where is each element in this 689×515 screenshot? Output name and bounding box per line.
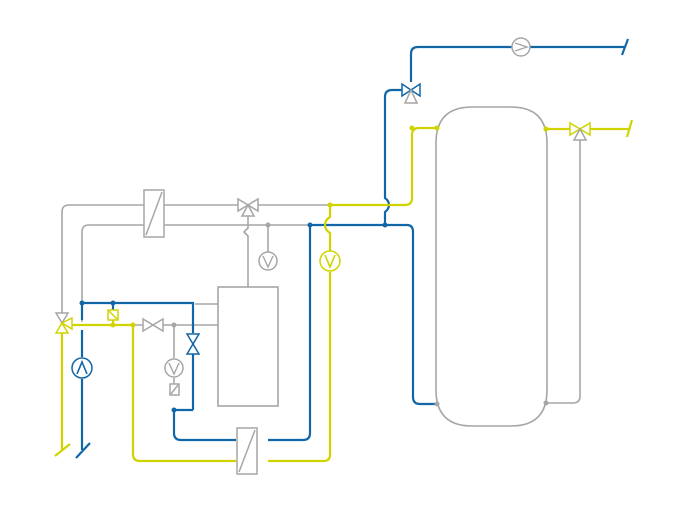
pump-icon <box>511 37 531 57</box>
blue-pipes <box>75 38 630 459</box>
two-way-valve-icon <box>142 317 164 333</box>
gray-pipe-right-return <box>547 137 581 404</box>
yellow-pipes <box>54 119 634 463</box>
blue-pipe-loop-top <box>82 301 195 333</box>
junction-dot <box>171 407 177 413</box>
junction-dot <box>409 125 415 131</box>
blue-pipe-left-drop <box>383 88 403 225</box>
pump-icon <box>71 357 93 379</box>
blue-pipe-top-end <box>620 38 630 56</box>
yellow-pipe-tank-top <box>330 126 436 207</box>
three-way-valve-icon <box>237 197 259 217</box>
gray-pipe-boiler-branch <box>242 213 249 287</box>
blue-pipe-main <box>310 223 436 406</box>
pump-icon <box>258 251 278 271</box>
blue-pipe-bottom-end <box>75 442 91 459</box>
gray-pipe-second <box>81 224 310 322</box>
yellow-pipe-after-pump <box>268 272 332 463</box>
junction-dot <box>327 202 333 208</box>
junction-dot <box>130 322 136 328</box>
two-way-valve-icon <box>185 333 201 355</box>
junction-dot <box>434 401 440 407</box>
yellow-pipe-bottom-end <box>54 443 71 457</box>
junction-dot <box>307 222 313 228</box>
junction-dots <box>79 125 549 413</box>
buffer-tank <box>435 106 548 427</box>
yellow-pipe-main-down <box>323 205 332 251</box>
blue-pipe-down <box>268 225 312 442</box>
pump-icon <box>164 358 184 378</box>
junction-dot <box>382 222 388 228</box>
junction-dot <box>79 300 85 306</box>
three-way-valve-icon <box>401 82 421 104</box>
junction-dot <box>171 322 177 328</box>
check-valve-icon <box>107 309 119 321</box>
boiler-unit <box>217 286 279 407</box>
blue-pipe-hx-left <box>172 410 236 442</box>
blue-pipe-top <box>409 45 625 82</box>
three-way-valve-icon <box>54 312 73 334</box>
junction-dot <box>434 125 440 131</box>
pump-icon <box>319 250 341 272</box>
junction-dot <box>265 222 271 228</box>
junction-dot <box>543 126 549 132</box>
heat-exchanger-icon <box>236 427 258 475</box>
gray-pipe-top <box>61 204 330 318</box>
junction-dot <box>543 400 549 406</box>
yellow-pipe-hx-bottom <box>115 323 236 463</box>
check-valve-icon <box>169 383 180 396</box>
junction-dot <box>110 322 116 328</box>
yellow-pipe-right-end <box>625 119 634 138</box>
heat-exchanger-icon <box>143 189 165 238</box>
junction-dot <box>110 300 116 306</box>
three-way-valve-icon <box>569 121 591 141</box>
